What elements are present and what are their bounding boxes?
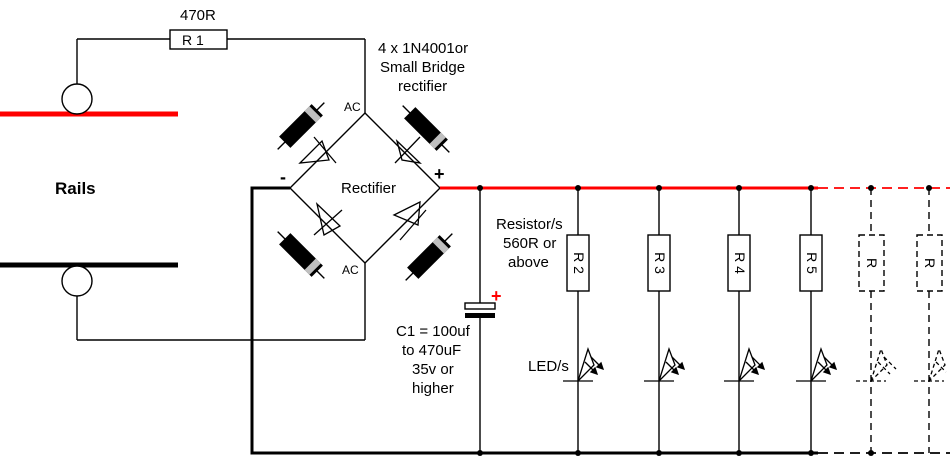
bridge-diode-symbol-bl: [313, 202, 343, 236]
c1-label-line3: 35v or: [412, 361, 454, 378]
r4-text: R 4: [732, 252, 748, 274]
branch-r2: R 2: [563, 188, 605, 453]
physical-diode-top-left: [277, 102, 325, 150]
bridge-note-line2: Small Bridge: [380, 59, 465, 76]
r5-text: R 5: [804, 252, 820, 274]
rails-label: Rails: [55, 179, 96, 198]
branch-r4: R 4: [724, 188, 766, 453]
r1-value: 470R: [180, 7, 216, 24]
c1-plus-sign: +: [491, 286, 502, 306]
ac-top-label: AC: [344, 100, 361, 114]
bridge-minus-label: -: [280, 167, 286, 187]
bridge-diode-symbol-br: [392, 200, 427, 241]
led-5-symbol: [796, 346, 838, 382]
branch-optional-1: R: [856, 188, 897, 453]
branch-r3: R 3: [644, 188, 686, 453]
negative-bus: [250, 186, 818, 455]
c1-label-line2: to 470uF: [402, 342, 461, 359]
bridge-note-line1: 4 x 1N4001or: [378, 40, 468, 57]
bottom-pickup-wheel: [61, 265, 93, 297]
c1-label-line1: C1 = 100uf: [396, 323, 471, 340]
r7-resistor: [916, 234, 943, 292]
led-2-symbol: [563, 346, 605, 382]
physical-diode-top-right: [402, 105, 450, 153]
r2-text: R 2: [571, 252, 587, 274]
c1-plate-top: [464, 302, 496, 310]
resistor-note-line2: 560R or: [503, 235, 556, 252]
led-6-symbol: [856, 346, 897, 382]
r1-text: R 1: [182, 32, 204, 48]
branch-optional-2: R: [914, 188, 947, 453]
physical-diode-bottom-right: [405, 233, 453, 281]
c1-plate-bottom: [465, 313, 495, 318]
led-label: LED/s: [528, 358, 569, 375]
led-4-symbol: [724, 346, 766, 382]
ac-bottom-label: AC: [342, 263, 359, 277]
bridge-diode-symbol-tr: [394, 136, 422, 164]
rectifier-label: Rectifier: [341, 180, 396, 197]
branch-r5: R 5: [796, 188, 838, 453]
led-3-symbol: [644, 346, 686, 382]
bridge-plus-label: +: [434, 164, 445, 184]
c1-label-line4: higher: [412, 380, 454, 397]
resistor-note-line1: Resistor/s: [496, 216, 563, 233]
bridge-note-line3: rectifier: [398, 78, 447, 95]
r6-resistor: [858, 234, 885, 292]
top-pickup-wheel: [61, 83, 93, 115]
physical-diode-bottom-left: [277, 231, 325, 279]
bridge-diode-symbol-tl: [298, 136, 337, 164]
r3-text: R 3: [652, 252, 668, 274]
r6-text: R: [864, 258, 880, 268]
led-7-symbol: [914, 346, 947, 382]
r7-text: R: [922, 258, 938, 268]
resistor-note-line3: above: [508, 254, 549, 271]
